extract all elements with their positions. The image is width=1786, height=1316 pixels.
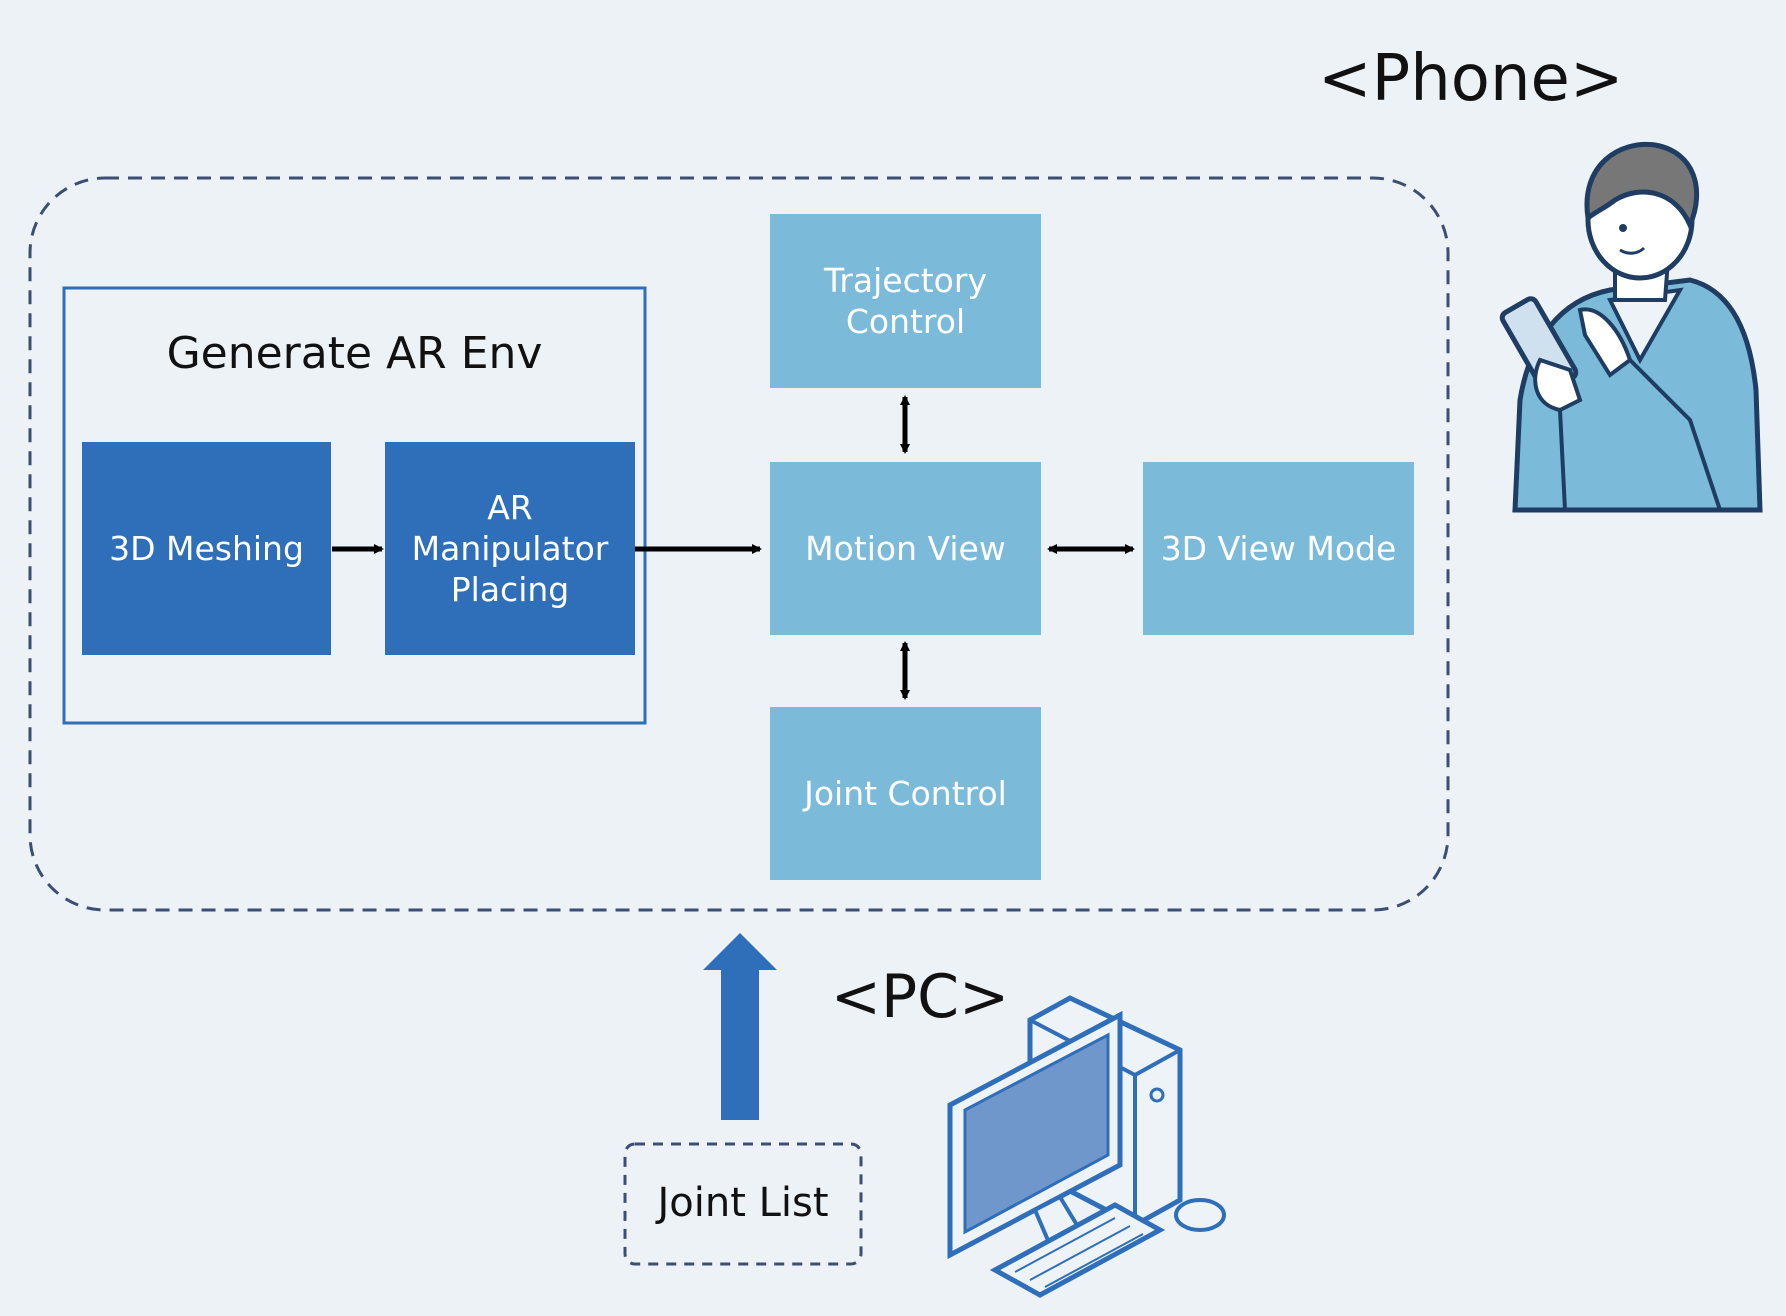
meshing-label: 3D Meshing [109, 528, 304, 568]
motion-view-label: Motion View [805, 528, 1006, 568]
joint-control-box: Joint Control [770, 707, 1041, 880]
trajectory-label-line1: Trajectory [824, 260, 987, 300]
person-phone-icon [1499, 141, 1763, 513]
placing-label-line3: Placing [450, 570, 570, 610]
trajectory-control-box: Trajectory Control [770, 214, 1041, 388]
motion-view-box: Motion View [770, 462, 1041, 635]
trajectory-label-line2: Control [845, 302, 966, 341]
phone-boundary [28, 176, 1450, 912]
phone-label: <Phone> [1318, 42, 1624, 116]
upload-arrow [703, 933, 777, 1120]
view-mode-box: 3D View Mode [1143, 462, 1414, 635]
placing-box: AR Manipulator Placing [385, 442, 635, 655]
ar-env-title: Generate AR Env [166, 328, 543, 379]
joint-control-label: Joint Control [804, 773, 1007, 813]
joint-list-frame [623, 1142, 863, 1266]
placing-label-line1: AR [487, 487, 533, 527]
desktop-computer-icon [947, 995, 1226, 1298]
view-mode-label: 3D View Mode [1160, 528, 1397, 568]
meshing-box: 3D Meshing [82, 442, 331, 655]
ar-env-frame [62, 286, 647, 725]
joint-list-label: Joint List [657, 1180, 829, 1226]
placing-label-line2: Manipulator [411, 528, 609, 568]
pc-label: <PC> [830, 962, 1010, 1032]
